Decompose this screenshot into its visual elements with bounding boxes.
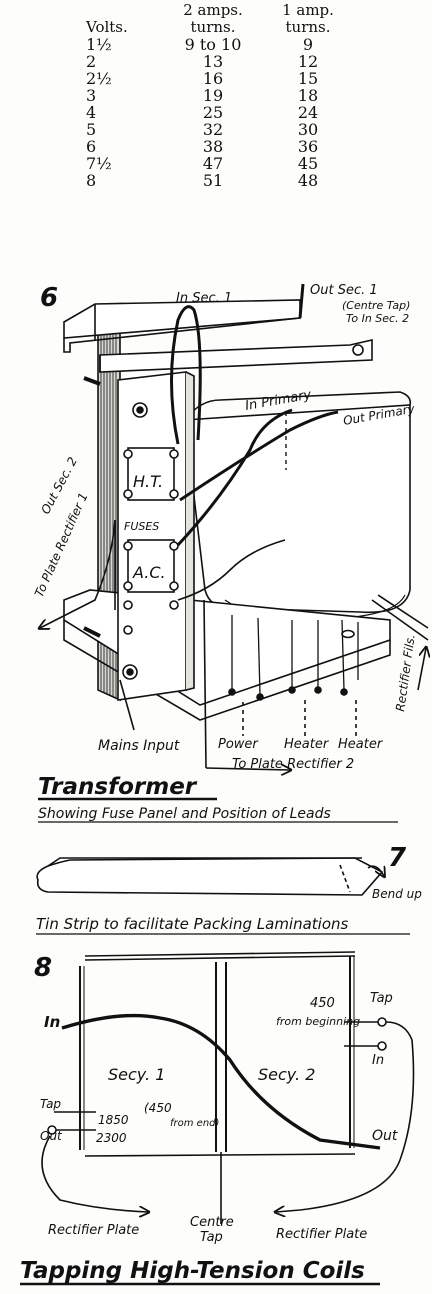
- label-heater-2: Heater: [338, 737, 384, 752]
- label-in-right: In: [372, 1053, 384, 1068]
- table-cell: 6: [86, 137, 97, 156]
- label-out-sec1: Out Sec. 1: [310, 283, 378, 298]
- table-cell: 47: [202, 154, 224, 173]
- table-cell: 45: [297, 154, 319, 173]
- winding-curve: [61, 1013, 381, 1150]
- label-centre: Centre: [190, 1215, 234, 1230]
- table-cell: 51: [202, 171, 224, 190]
- table-row: 4 25 24: [86, 104, 338, 121]
- label-out-right: Out: [372, 1128, 398, 1144]
- table-row: 2½ 16 15: [86, 70, 338, 87]
- figure-7-tin-strip: 7 Bend up Tin Strip to facilitate Packin…: [36, 843, 422, 935]
- table-cell: 36: [297, 137, 319, 156]
- figure-number-6: 6: [40, 283, 58, 313]
- table-header-row-2: Volts. turns. turns.: [86, 19, 338, 36]
- table-cell: 2: [86, 52, 97, 71]
- table-cell: 3: [86, 86, 97, 105]
- top-angle-clamp: [63, 299, 373, 373]
- table-header-cell: 1 amp.: [282, 1, 334, 19]
- label-450: 450: [310, 996, 335, 1011]
- label-out-left: Out: [40, 1129, 63, 1143]
- label-in-sec1: In Sec. 1: [176, 291, 232, 306]
- winding-turns-table: 2 amps. 1 amp. Volts. turns. turns. 1½ 9 …: [86, 2, 338, 190]
- label-1850: 1850: [98, 1113, 129, 1127]
- label-rectifier-fils: Rectifier Fils.: [393, 633, 418, 712]
- transformer-leads: [40, 283, 428, 770]
- fuse-ac-label: A.C.: [132, 563, 166, 582]
- table-cell: 9: [302, 35, 314, 54]
- label-rectifier-plate-left: Rectifier Plate: [48, 1223, 139, 1238]
- table-row: 8 51 48: [86, 172, 338, 189]
- label-heater-1: Heater: [284, 737, 330, 752]
- table-row: 2 13 12: [86, 53, 338, 70]
- figure-number-8: 8: [34, 953, 52, 983]
- label-centre-tap: (Centre Tap): [342, 299, 410, 312]
- table-row: 3 19 18: [86, 87, 338, 104]
- fuse-ht-label: H.T.: [133, 472, 163, 491]
- threaded-bolts: [83, 376, 101, 638]
- table-header-cell: 2 amps.: [183, 1, 243, 19]
- figure-8-ht-coils: 8 In 450: [20, 951, 415, 1286]
- label-mains-input: Mains Input: [98, 738, 180, 754]
- label-in-left: In: [44, 1013, 60, 1031]
- figure-6-transformer: 6: [32, 283, 428, 823]
- table-cell: 30: [297, 120, 319, 139]
- table-cell: 18: [297, 86, 319, 105]
- table-cell: 19: [202, 86, 224, 105]
- table-cell: 2½: [86, 69, 112, 88]
- label-tap-left: Tap: [40, 1097, 61, 1111]
- table-cell: 4: [86, 103, 97, 122]
- table-header-cell: Volts.: [86, 18, 128, 36]
- figure-8-title: Tapping High-Tension Coils: [20, 1258, 365, 1284]
- label-in-primary: In Primary: [244, 388, 313, 414]
- coil-frame: [79, 951, 356, 1157]
- table-header-cell: turns.: [190, 18, 236, 36]
- table-cell: 7½: [86, 154, 112, 173]
- label-450-b: (450: [144, 1101, 172, 1115]
- label-bend-up: Bend up: [372, 887, 422, 901]
- label-power: Power: [218, 737, 259, 752]
- fuses-label: FUSES: [124, 520, 159, 533]
- fuse-panel: H.T. FUSES A.C.: [117, 371, 195, 701]
- table-cell: 24: [297, 103, 319, 122]
- label-tap-right: Tap: [370, 991, 393, 1006]
- table-cell: 1½: [86, 35, 112, 54]
- table-cell: 38: [202, 137, 224, 156]
- figure-6-title: Transformer: [38, 774, 198, 800]
- label-tap-centre: Tap: [200, 1230, 223, 1245]
- label-2300: 2300: [96, 1131, 127, 1145]
- table-cell: 15: [297, 69, 319, 88]
- table-cell: 13: [202, 52, 224, 71]
- label-from-end: from end): [170, 1118, 219, 1129]
- label-to-plate-rectifier-2: To Plate Rectifier 2: [232, 757, 354, 772]
- table-cell: 5: [86, 120, 97, 139]
- table-cell: 25: [202, 103, 224, 122]
- table-cell: 48: [297, 171, 319, 190]
- table-cell: 8: [86, 171, 97, 190]
- figure-6-subtitle: Showing Fuse Panel and Position of Leads: [38, 806, 331, 822]
- table-cell: 12: [297, 52, 319, 71]
- table-row: 1½ 9 to 10 9: [86, 36, 338, 53]
- table-row: 7½ 47 45: [86, 155, 338, 172]
- label-secy-1: Secy. 1: [108, 1065, 165, 1084]
- table-cell: 16: [202, 69, 224, 88]
- label-rectifier-plate-right: Rectifier Plate: [276, 1227, 367, 1242]
- label-to-in-sec2: To In Sec. 2: [346, 312, 409, 325]
- figure-7-caption: Tin Strip to facilitate Packing Laminati…: [36, 915, 349, 933]
- base-bolt-icon: [341, 629, 355, 639]
- table-cell: 9 to 10: [184, 35, 242, 54]
- table-header-cell: turns.: [285, 18, 331, 36]
- table-cell: 32: [202, 120, 224, 139]
- figure-number-7: 7: [388, 843, 407, 873]
- clamp-bolt-icon: [352, 344, 364, 356]
- label-secy-2: Secy. 2: [258, 1065, 315, 1084]
- table-row: 6 38 36: [86, 138, 338, 155]
- table-row: 5 32 30: [86, 121, 338, 138]
- label-from-beginning: from beginning: [276, 1015, 360, 1028]
- table-header-row-1: 2 amps. 1 amp.: [86, 2, 338, 19]
